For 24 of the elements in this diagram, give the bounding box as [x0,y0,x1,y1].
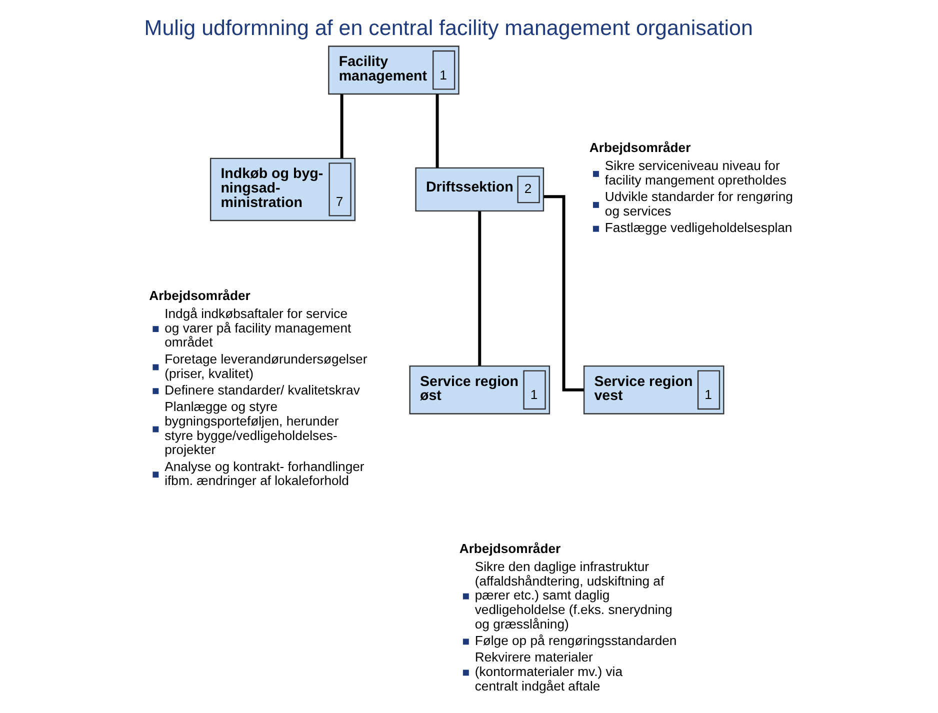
node-box: Service region øst 1 [408,365,550,414]
node-label: Indgå indkøbsaftaler for service og varer på facility management området [164,306,351,350]
node-label: Planlægge og styre bygningsporteføljen, herunder styre bygge/vedligeholdelses- projekter [164,399,338,458]
node-label: Udvikle standarder for rengøring og services [604,189,792,218]
connector [478,211,481,366]
node-label: Fastlægge vedligeholdelsesplan [604,220,792,236]
node-box: Driftssektion 2 [414,167,544,212]
node-label: Sikre serviceniveau niveau for facility mangement opretholdes [604,158,786,188]
node-box: Facility management 1 [328,46,459,95]
connector [435,94,438,168]
connector [543,195,584,392]
label: Arbejdsområder [458,541,560,556]
node-box: Indkøb og byg- ningsad- ministration 7 [209,158,356,222]
label: Rekvirere materialer (kontormaterialer mv.) via centralt indgået aftale [474,650,622,694]
node-label: Foretage leverandørundersøgelser (priser, kvalitet) [164,351,367,381]
node-label: Arbejdsområder [588,140,690,156]
node-label: Analyse og kontrakt- forhandlinger ifbm. ændringer af lokaleforhold [164,458,364,488]
label: Sikre den daglige infrastruktur (affaldshåndtering, udskiftning af pærer etc.) samt daglig vedligeholdelse (f.eks. snerydning og græsslåning) [474,559,672,632]
connector [340,94,343,158]
node-box: Service region vest 1 [582,365,724,414]
node-label: Arbejdsområder [148,288,250,304]
diagram-title: Mulig udformning af en central facility management organisation [144,16,752,40]
node-label: Definere standarder/ kvalitetskrav [164,382,360,398]
label: Følge op på rengøringsstandarden [474,633,676,648]
